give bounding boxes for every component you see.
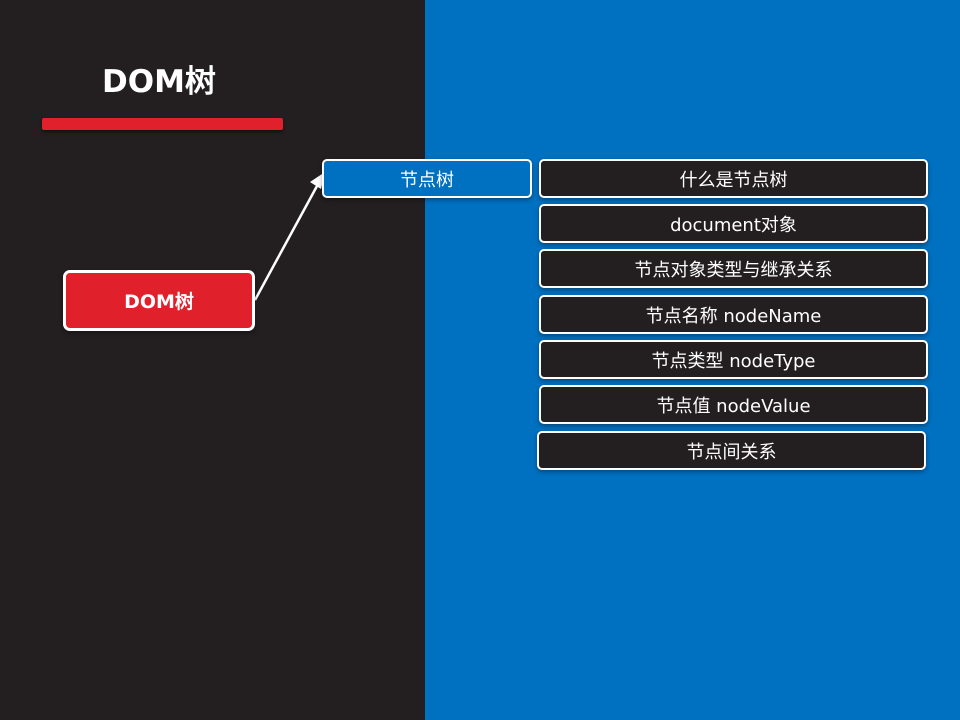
branch-node: 节点树 [322, 159, 532, 198]
leaf-node: 节点名称 nodeName [539, 295, 928, 334]
leaf-node: document对象 [539, 204, 928, 243]
root-node: DOM树 [63, 270, 255, 331]
leaf-node: 什么是节点树 [539, 159, 928, 198]
slide-title: DOM树 [102, 64, 216, 100]
title-underline [42, 118, 283, 130]
leaf-node: 节点对象类型与继承关系 [539, 249, 928, 288]
leaf-node: 节点类型 nodeType [539, 340, 928, 379]
leaf-node: 节点值 nodeValue [539, 385, 928, 424]
left-panel [0, 0, 425, 720]
leaf-node: 节点间关系 [537, 431, 926, 470]
